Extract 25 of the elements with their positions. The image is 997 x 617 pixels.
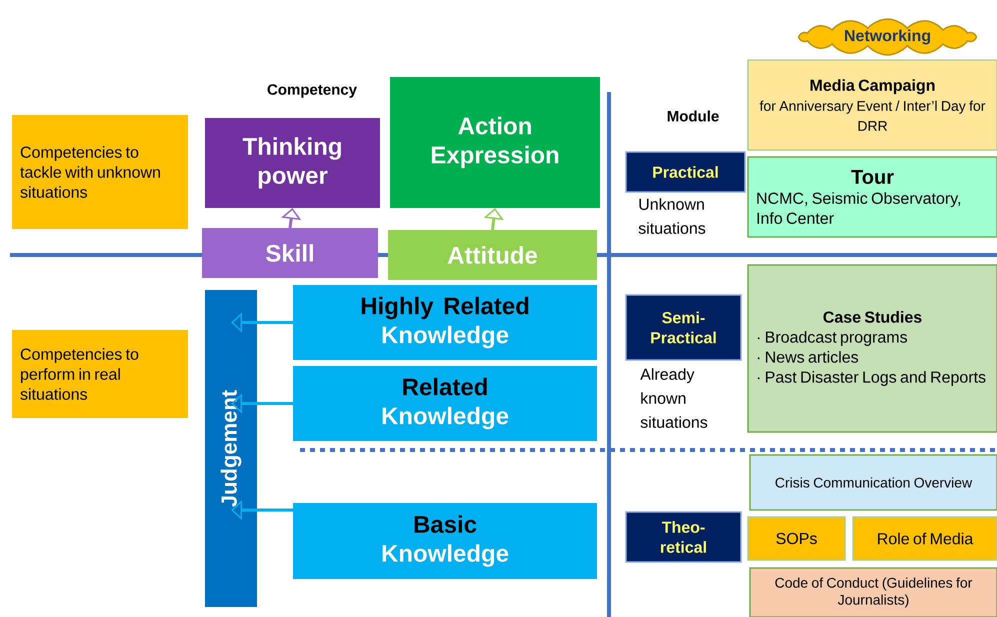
module-box: Case Studies · Broadcast programs · News articles · Past Disaster Logs and Reports [747,264,997,433]
module-box: Code of Conduct (Guidelines for Journalists) [749,567,997,617]
knowledge-box: Highly Related Knowledge [293,285,597,360]
situation-note: Unknown situations [638,198,706,234]
module-box: Tour NCMC, Seismic Observatory, Info Center [747,156,997,238]
module-box: Role of Media [852,516,997,561]
heading-label: Module [668,110,719,122]
module-box: SOPs [747,516,846,561]
level-box: Practical [625,151,746,193]
competency-box: Skill [202,228,378,278]
situation-note: Already known situations [640,368,708,428]
competency-box: Attitude [388,230,597,280]
note-box: Competencies to perform in real situations [12,330,188,418]
competency-box: Thinking power [205,118,380,208]
knowledge-box: Basic Knowledge [293,503,597,579]
networking-cloud: Networking [798,18,978,56]
module-box: Media Campaign for Anniversary Event / Inter’l Day for DRR [747,59,997,151]
competency-box: Action Expression [390,77,600,208]
heading-label: Competency [268,84,357,98]
knowledge-box: Related Knowledge [293,366,597,441]
level-box: Semi- Practical [625,294,742,361]
judgement-bar: Judgement [205,290,257,607]
level-box: Theo- retical [625,511,742,563]
note-box: Competencies to tackle with unknown situations [12,115,188,229]
module-box: Crisis Communication Overview [749,454,997,511]
